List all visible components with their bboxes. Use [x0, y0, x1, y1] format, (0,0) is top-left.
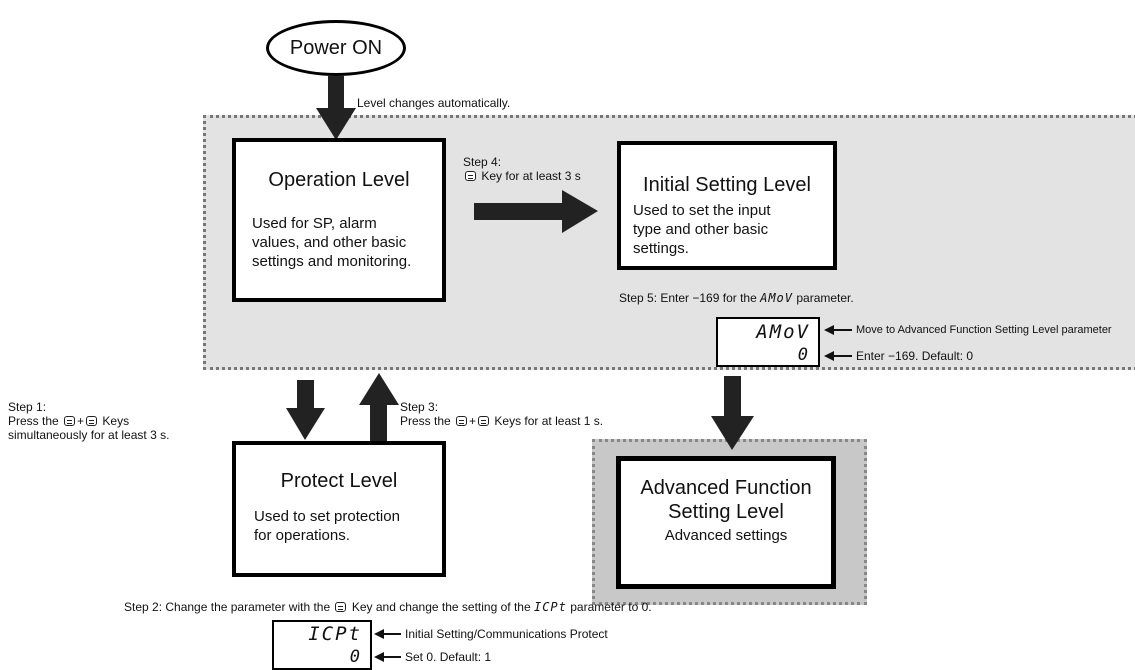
amov-note-bottom: Enter −169. Default: 0 [856, 349, 974, 363]
protect-level-box: Protect Level Used to set protection for… [232, 441, 446, 577]
arrow-operation-to-protect [286, 380, 325, 440]
step1-text: Step 1: Press the + Keys simultaneously … [8, 400, 170, 442]
icpt-param-code: ICPt [533, 600, 567, 614]
icpt-display-top: ICPt [308, 623, 362, 645]
mode-key-icon [64, 416, 76, 426]
icpt-note-top: Initial Setting/Communications Protect [405, 627, 608, 641]
arrow-operation-to-initial [474, 190, 598, 233]
amov-display-top: AMoV [756, 321, 810, 343]
initial-setting-level-box: Initial Setting Level Used to set the in… [617, 141, 837, 270]
step4-label: Step 4: [463, 155, 502, 169]
icpt-pointer-top [374, 629, 401, 639]
advanced-level-desc: Advanced settings [664, 527, 788, 544]
step2-text: Step 2: Change the parameter with the Ke… [124, 600, 652, 614]
up-key-icon [86, 416, 98, 426]
mode-key-icon [465, 171, 476, 181]
mode-key-icon [456, 416, 468, 426]
advanced-level-title: Advanced Function Setting Level [640, 477, 812, 523]
amov-pointer-top [824, 325, 852, 335]
initial-setting-level-title: Initial Setting Level [643, 174, 811, 196]
arrow-power-to-operation [316, 76, 356, 140]
protect-level-desc: Used to set protection for operations. [254, 508, 400, 544]
amov-param-code: AMoV [760, 291, 794, 305]
step5-text: Step 5: Enter −169 for the AMoV paramete… [619, 291, 854, 305]
step4-text: Key for at least 3 s [463, 169, 581, 183]
arrow-to-advanced [711, 376, 754, 450]
protect-level-title: Protect Level [280, 470, 398, 492]
arrow-protect-to-operation [359, 373, 399, 441]
amov-display: AMoV 0 [716, 317, 820, 367]
icpt-note-bottom: Set 0. Default: 1 [405, 650, 492, 664]
step3-text: Step 3: Press the + Keys for at least 1 … [400, 400, 604, 428]
amov-pointer-bottom [824, 351, 852, 361]
up-key-icon [478, 416, 490, 426]
operation-level-box: Operation Level Used for SP, alarm value… [232, 138, 446, 302]
initial-setting-level-desc: Used to set the input type and other bas… [633, 202, 771, 257]
amov-display-bottom: 0 [797, 345, 810, 365]
power-on-node: Power ON [266, 20, 406, 76]
icpt-pointer-bottom [374, 652, 401, 662]
icpt-display: ICPt 0 [272, 620, 372, 670]
icpt-display-bottom: 0 [349, 647, 362, 667]
operation-level-desc: Used for SP, alarm values, and other bas… [252, 215, 412, 270]
auto-change-label: Level changes automatically. [357, 96, 511, 110]
advanced-function-setting-level-box: Advanced Function Setting Level Advanced… [616, 456, 836, 589]
up-key-icon [335, 602, 347, 612]
operation-level-title: Operation Level [268, 169, 410, 191]
amov-note-top: Move to Advanced Function Setting Level … [856, 324, 1112, 336]
